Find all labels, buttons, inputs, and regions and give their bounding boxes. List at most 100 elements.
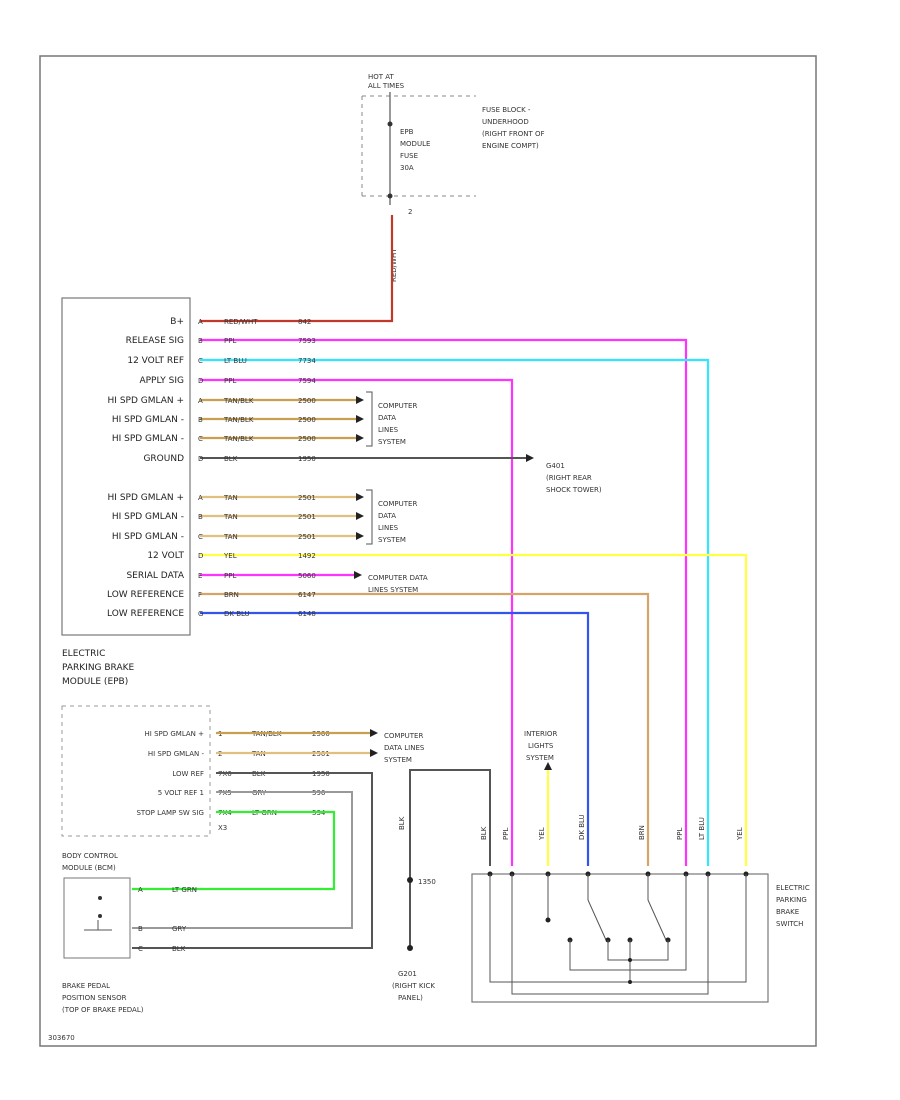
epb-wire-circuit: 6147 — [298, 591, 316, 599]
epb-pin-number: C — [198, 357, 203, 365]
wire-b-plus — [200, 215, 394, 323]
epb-name-2: PARKING BRAKE — [62, 663, 135, 673]
fuse-desc-4: ENGINE COMPT) — [482, 142, 539, 150]
fuse-name: EPB — [400, 128, 414, 136]
ground-g401-3: SHOCK TOWER) — [546, 486, 602, 494]
switch-wire-color: PPL — [676, 828, 684, 840]
bcm-pin-label: HI SPD GMLAN - — [148, 750, 205, 758]
epb-wire-color: BLK — [224, 455, 238, 463]
bcm-pin-label: LOW REF — [172, 770, 204, 778]
epb-pin-number: G — [198, 610, 203, 618]
epb-pin-number: D — [198, 455, 203, 463]
computer-data-1-d: SYSTEM — [378, 438, 406, 446]
epb-pin-label: 12 VOLT REF — [127, 356, 184, 366]
epb-wire-circuit: 2500 — [298, 435, 316, 443]
epb-wire-color: DK BLU — [224, 610, 250, 618]
switch-wire-color: YEL — [538, 827, 546, 841]
bcm-wires — [132, 729, 378, 949]
epb-wire-color: PPL — [224, 572, 236, 580]
computer-data-bcm-3: SYSTEM — [384, 756, 412, 764]
sensor-wire-a: LT GRN — [172, 886, 197, 894]
epb-wire-color: RED/WHT — [224, 318, 258, 326]
wire-release-sig — [200, 338, 688, 866]
computer-data-2-b: DATA — [378, 512, 396, 520]
wire-low-ref-1 — [200, 592, 650, 866]
epb-wire-color: PPL — [224, 337, 236, 345]
computer-data-2-d: SYSTEM — [378, 536, 406, 544]
switch-name-2: PARKING — [776, 896, 807, 904]
computer-data-2-a: COMPUTER — [378, 500, 417, 508]
hot-label: HOT AT — [368, 73, 395, 81]
epb-wire-color: TAN/BLK — [223, 435, 254, 443]
fuse-pin: 2 — [408, 208, 412, 216]
g201-1: G201 — [398, 970, 417, 978]
computer-data-3-b: LINES SYSTEM — [368, 586, 418, 594]
epb-wire-circuit: 1492 — [298, 552, 316, 560]
ground-wire-label: BLK — [398, 816, 406, 830]
epb-wire-circuit: 6148 — [298, 610, 316, 618]
epb-pin-number: B — [198, 513, 203, 521]
fuse-wire-label: RED/WHT — [390, 248, 398, 282]
fuse-desc-1: FUSE BLOCK - — [482, 106, 531, 114]
switch-wire-color: BLK — [480, 826, 488, 840]
epb-pin-number: F — [198, 591, 202, 599]
epb-pin-label: GROUND — [143, 454, 184, 464]
epb-pin-label: RELEASE SIG — [126, 336, 184, 346]
computer-data-3-a: COMPUTER DATA — [368, 574, 428, 582]
epb-wire-color: TAN — [223, 513, 238, 521]
g201-2: (RIGHT KICK — [392, 982, 435, 990]
switch-name-1: ELECTRIC — [776, 884, 810, 892]
bcm-pin-label: STOP LAMP SW SIG — [136, 809, 204, 817]
epb-pin-label: HI SPD GMLAN - — [112, 415, 184, 425]
epb-pin-number: C — [198, 435, 203, 443]
switch-name-4: SWITCH — [776, 920, 803, 928]
bcm-name-2: MODULE (BCM) — [62, 864, 116, 872]
bcm-bottom-pin: X3 — [218, 824, 227, 832]
splice-label: 1350 — [418, 878, 436, 886]
computer-data-1-b: DATA — [378, 414, 396, 422]
switch-wire-color: DK BLU — [578, 814, 586, 840]
sensor-wire-b: GRY — [172, 925, 187, 933]
epb-name-3: MODULE (EPB) — [62, 677, 128, 687]
epb-pin-number: B — [198, 416, 203, 424]
epb-wire-color: TAN/BLK — [223, 397, 254, 405]
epb-wire-circuit: 2501 — [298, 513, 316, 521]
epb-wire-circuit: 2500 — [298, 416, 316, 424]
epb-pin-label: 12 VOLT — [147, 551, 184, 561]
epb-wires — [200, 215, 748, 866]
computer-data-2-c: LINES — [378, 524, 399, 532]
epb-pin-label: LOW REFERENCE — [107, 590, 184, 600]
wire-12v — [200, 553, 748, 866]
epb-pin-number: D — [198, 552, 203, 560]
data-arrows — [354, 396, 534, 579]
epb-wire-circuit: 1950 — [298, 455, 316, 463]
epb-wire-circuit: 5060 — [298, 572, 316, 580]
bcm-box — [61, 705, 211, 837]
bcm-name-1: BODY CONTROL — [62, 852, 118, 860]
epb-pin-label: HI SPD GMLAN + — [108, 493, 184, 503]
hot-label-2: ALL TIMES — [368, 82, 405, 90]
switch-name-3: BRAKE — [776, 908, 799, 916]
epb-pin-number: A — [198, 494, 203, 502]
bcm-pin-label: 5 VOLT REF 1 — [158, 789, 204, 797]
switch-wire-color: YEL — [736, 827, 744, 841]
epb-pin-number: C — [198, 533, 203, 541]
wire-low-ref-2 — [200, 611, 590, 866]
epb-wire-color: PPL — [224, 377, 236, 385]
epb-pin-label: APPLY SIG — [139, 376, 184, 386]
computer-data-1-c: LINES — [378, 426, 399, 434]
fuse-rating: 30A — [400, 164, 414, 172]
sensor-pin-c: C — [138, 945, 143, 953]
epb-pin-label: LOW REFERENCE — [107, 609, 184, 619]
wire-12v-ref — [200, 358, 710, 866]
epb-pin-number: A — [198, 318, 203, 326]
fuse-block: HOT AT ALL TIMES EPB MODULE FUSE 30A 2 F… — [361, 73, 545, 282]
figure-id: 303670 — [48, 1034, 75, 1042]
epb-wire-circuit: 7734 — [298, 357, 316, 365]
epb-pin-number: E — [198, 572, 202, 580]
switch-wire-color: LT BLU — [698, 817, 706, 840]
epb-pin-number: B — [198, 337, 203, 345]
sensor-wire-c: BLK — [172, 945, 186, 953]
